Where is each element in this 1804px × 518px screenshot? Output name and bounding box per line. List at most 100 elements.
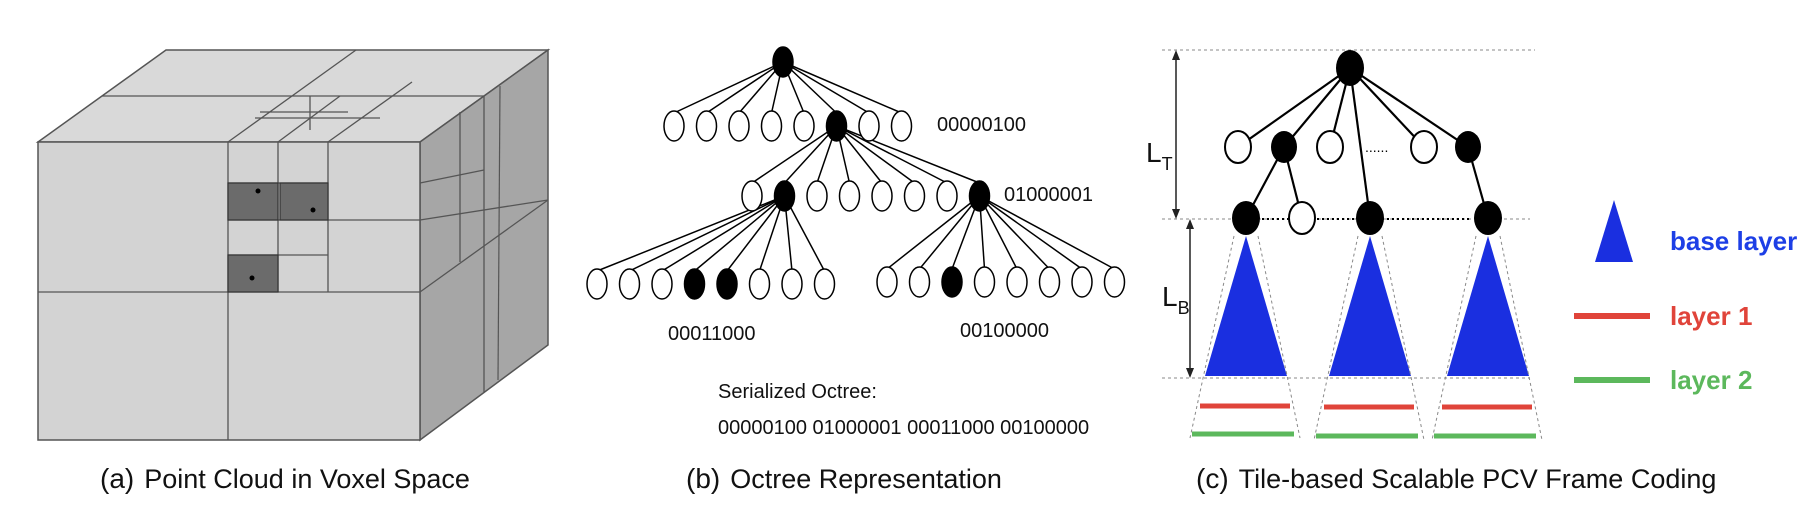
occupied-node: [1455, 131, 1481, 163]
ellipsis: ......: [1365, 139, 1388, 155]
panel-a-voxel-cube: [35, 48, 551, 442]
base-layer-triangle: [1329, 236, 1411, 376]
octree-edge: [661, 195, 785, 272]
point: [249, 275, 255, 281]
octree-edge: [836, 125, 915, 184]
point: [255, 188, 261, 194]
occupied-node: [683, 268, 706, 300]
octree-edge: [782, 61, 902, 114]
octree-edge: [979, 195, 1083, 270]
caption-b: (b) Octree Representation: [686, 463, 1002, 494]
empty-node: [871, 180, 893, 212]
empty-node: [1071, 266, 1093, 298]
panel-b-octree: [586, 46, 1126, 300]
occupied-node: [825, 110, 848, 142]
base-layer-triangle: [1447, 236, 1529, 376]
octree-edge: [783, 195, 826, 272]
empty-node: [793, 110, 815, 142]
empty-node: [973, 266, 996, 298]
code-left-leaf: 00011000: [668, 323, 756, 345]
legend-base-layer-icon: [1595, 200, 1633, 262]
serialized-value: 00000100 01000001 00011000 00100000: [718, 417, 1089, 439]
octree-edge: [726, 195, 786, 272]
empty-node: [618, 268, 641, 300]
label-lt: LT: [1146, 137, 1173, 174]
legend-layer2-label: layer 2: [1670, 365, 1752, 395]
serialized-title: Serialized Octree:: [718, 381, 877, 403]
occupied-voxel: [227, 182, 279, 221]
caption-b-letter: (b): [686, 463, 720, 494]
empty-node: [813, 268, 836, 300]
label-lb: LB: [1162, 281, 1190, 318]
octree-edge: [629, 195, 785, 272]
code-right-leaf: 00100000: [960, 320, 1049, 342]
octree-edge: [918, 195, 981, 270]
occupied-node: [941, 266, 963, 298]
caption-c: (c) Tile-based Scalable PCV Frame Coding: [1196, 463, 1716, 494]
caption-a-text: Point Cloud in Voxel Space: [144, 464, 470, 494]
empty-node: [1006, 266, 1028, 298]
octree-edge: [673, 61, 784, 114]
empty-node: [1316, 130, 1344, 164]
octree-edge: [751, 125, 837, 184]
empty-node: [903, 180, 926, 212]
tile-root-node: [1232, 201, 1260, 235]
empty-node: [760, 110, 783, 142]
point: [310, 207, 316, 213]
empty-node: [663, 110, 685, 142]
legend-base-layer-label: base layer: [1670, 226, 1797, 256]
empty-node: [728, 110, 750, 142]
octree-edge: [836, 125, 980, 184]
tile-root-node: [1356, 201, 1384, 235]
octree-edge: [706, 61, 784, 114]
empty-node: [876, 266, 898, 298]
empty-node: [781, 268, 803, 300]
caption-a: (a) Point Cloud in Voxel Space: [100, 463, 470, 494]
empty-node: [586, 268, 608, 300]
base-layer-triangle: [1205, 236, 1287, 376]
octree-edge: [783, 125, 838, 184]
octree-edge: [978, 195, 1051, 270]
tile-2: [1313, 235, 1425, 441]
empty-node: [695, 110, 718, 142]
caption-a-letter: (a): [100, 463, 134, 494]
panel-c-scalable-coding: LT LB ......: [1146, 49, 1797, 441]
code-level1: 01000001: [1004, 184, 1093, 206]
occupied-node: [1271, 131, 1297, 163]
root-node: [772, 46, 794, 78]
empty-node: [1288, 201, 1316, 235]
legend: base layer layer 1 layer 2: [1574, 200, 1797, 395]
occupied-node: [968, 180, 991, 212]
empty-node: [936, 180, 958, 212]
occupied-node: [716, 268, 738, 300]
occupied-node: [773, 180, 796, 212]
octree-edge: [979, 195, 1115, 270]
code-root: 00000100: [937, 114, 1026, 136]
tile-3: [1431, 235, 1543, 441]
empty-node: [748, 268, 771, 300]
caption-b-text: Octree Representation: [730, 464, 1002, 494]
octree-edge: [782, 61, 870, 114]
empty-node: [806, 180, 828, 212]
root-node: [1336, 50, 1364, 86]
empty-node: [1038, 266, 1061, 298]
legend-layer1-label: layer 1: [1670, 301, 1752, 331]
empty-node: [1410, 130, 1438, 164]
empty-node: [1103, 266, 1126, 298]
tile-1: [1189, 235, 1301, 439]
empty-node: [741, 180, 763, 212]
caption-c-text: Tile-based Scalable PCV Frame Coding: [1239, 464, 1717, 494]
empty-node: [1224, 130, 1252, 164]
tile-root-node: [1474, 201, 1502, 235]
octree-edge: [886, 195, 980, 270]
empty-node: [890, 110, 913, 142]
empty-node: [651, 268, 673, 300]
occupied-voxel: [227, 254, 279, 293]
occupied-voxel: [279, 182, 329, 221]
empty-node: [858, 110, 880, 142]
caption-c-letter: (c): [1196, 463, 1229, 494]
empty-node: [908, 266, 931, 298]
octree-edge: [694, 195, 785, 272]
empty-node: [838, 180, 861, 212]
